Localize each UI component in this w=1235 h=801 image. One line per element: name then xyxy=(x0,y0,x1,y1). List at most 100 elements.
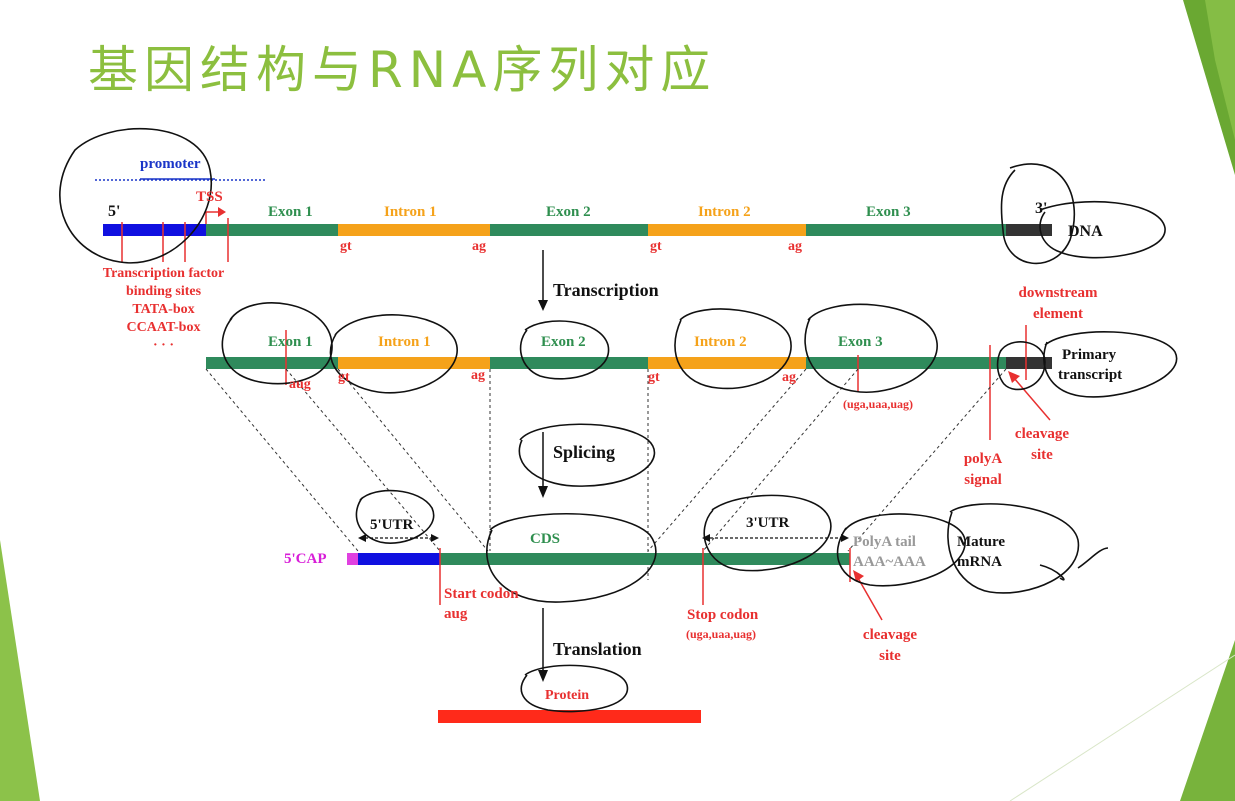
downstream-element-label: downstream element xyxy=(1003,283,1113,325)
dna-5prime-label: 5' xyxy=(108,203,121,220)
dna-gt2-label: gt xyxy=(650,239,662,254)
mature-mrna-line2: mRNA xyxy=(957,554,1002,570)
promoter-notes: Transcription factor binding sites TATA-… xyxy=(96,265,231,355)
dna-intron2 xyxy=(648,224,806,236)
start-codon-line1: Start codon xyxy=(444,586,519,602)
dna-label: DNA xyxy=(1068,223,1103,240)
primary-end-region xyxy=(1006,357,1052,369)
utr3-range-right xyxy=(841,534,849,542)
dna-exon3-label: Exon 3 xyxy=(866,204,911,220)
mature-mrna-line1: Mature xyxy=(957,534,1006,550)
mature-cleavage-line1: cleavage xyxy=(862,627,918,643)
promoter-note-tata: TATA-box xyxy=(132,302,195,317)
primary-cleavage-site-label: cleavage site xyxy=(1002,424,1082,466)
polya-signal-line1: polyA xyxy=(963,451,1003,467)
primary-aug-label: aug xyxy=(289,377,311,392)
polya-signal-label: polyA signal xyxy=(948,449,1018,491)
dna-exon2 xyxy=(490,224,648,236)
promoter-label: promoter xyxy=(140,156,201,172)
primary-intron1-label: Intron 1 xyxy=(378,334,431,350)
start-codon-line2: aug xyxy=(444,606,468,622)
primary-stop-codons-label: (uga,uaa,uag) xyxy=(843,397,914,411)
translation-arrow-head xyxy=(538,670,548,682)
promoter-note-ellipsis: · · · xyxy=(152,338,174,353)
mature-cds xyxy=(440,553,850,565)
cleavage-arrow-primary xyxy=(1013,377,1051,421)
mature-cap xyxy=(347,553,358,565)
cleavage-arrow-mature-head xyxy=(853,570,864,582)
tss-label: TSS xyxy=(196,189,223,205)
transcription-arrow-head xyxy=(538,300,548,311)
primary-ag2-label: ag xyxy=(782,370,796,385)
primary-intron2-label: Intron 2 xyxy=(694,334,747,350)
mature-stop-codons-label: (uga,uaa,uag) xyxy=(686,627,757,641)
dna-exon2-label: Exon 2 xyxy=(546,204,591,220)
tss-arrow-head xyxy=(218,207,226,217)
primary-ag1-label: ag xyxy=(471,368,485,383)
dna-intron1 xyxy=(338,224,490,236)
dna-ag2-label: ag xyxy=(788,239,802,254)
mature-cleavage-site-label: cleavage site xyxy=(850,625,930,667)
primary-transcript-line1: Primary xyxy=(1062,347,1117,363)
primary-exon2 xyxy=(490,357,648,369)
splicing-arrow-head xyxy=(538,486,548,498)
primary-gt2-label: gt xyxy=(648,370,660,385)
primary-intron2 xyxy=(648,357,806,369)
dna-3prime-label: 3' xyxy=(1035,200,1048,217)
dna-gt1-label: gt xyxy=(340,239,352,254)
corner-decoration-right xyxy=(1205,0,1235,140)
primary-exon2-label: Exon 2 xyxy=(541,334,586,350)
tss-arrow xyxy=(205,211,218,224)
dna-exon1-label: Exon 1 xyxy=(268,204,313,220)
primary-exon1-label: Exon 1 xyxy=(268,334,313,350)
primary-gt1-label: gt xyxy=(338,370,350,385)
primary-cleavage-line1: cleavage xyxy=(1014,426,1070,442)
page-title: 基因结构与RNA序列对应 xyxy=(88,41,717,99)
dna-end-region xyxy=(1006,224,1052,236)
promoter-note-binding: binding sites xyxy=(125,284,202,299)
utr3-label: 3'UTR xyxy=(746,515,790,531)
splicing-label: Splicing xyxy=(553,442,616,462)
polya-tail-line1: PolyA tail xyxy=(853,534,916,550)
dna-exon3 xyxy=(806,224,1006,236)
dna-ag1-label: ag xyxy=(472,239,486,254)
cleavage-arrow-mature xyxy=(857,577,883,621)
primary-exon3 xyxy=(806,357,1006,369)
utr5-range-left xyxy=(358,534,366,542)
pen-annotations xyxy=(59,127,1178,713)
promoter-note-tf: Transcription factor xyxy=(102,266,225,281)
polya-signal-line2: signal xyxy=(964,472,1002,488)
corner-decoration-line xyxy=(1009,654,1235,801)
downstream-line1: downstream xyxy=(1018,285,1098,301)
primary-cleavage-line2: site xyxy=(1031,447,1053,463)
translation-label: Translation xyxy=(553,639,642,659)
corner-decoration-left xyxy=(0,540,40,801)
mature-5utr xyxy=(358,553,440,565)
protein-label: Protein xyxy=(545,688,590,703)
stop-codon-label: Stop codon xyxy=(687,607,759,623)
protein-bar xyxy=(438,710,701,723)
polya-tail-label: PolyA tail AAA~AAA xyxy=(853,532,926,572)
dna-exon1 xyxy=(206,224,338,236)
cds-label: CDS xyxy=(530,531,561,547)
mature-mrna-label: Mature mRNA xyxy=(957,532,1005,572)
transcription-label: Transcription xyxy=(553,280,659,300)
mature-cleavage-line2: site xyxy=(879,648,901,664)
utr5-range-right xyxy=(431,534,439,542)
polya-tail-line2: AAA~AAA xyxy=(853,554,926,570)
downstream-line2: element xyxy=(1033,306,1083,322)
primary-transcript-line2: transcript xyxy=(1058,367,1123,383)
utr5-label: 5'UTR xyxy=(370,517,414,533)
corner-decoration-bottom-right xyxy=(1180,640,1235,801)
promoter-note-ccaat: CCAAT-box xyxy=(126,320,201,335)
primary-intron1 xyxy=(338,357,490,369)
dna-intron1-label: Intron 1 xyxy=(384,204,437,220)
dna-promoter-region xyxy=(103,224,206,236)
primary-exon3-label: Exon 3 xyxy=(838,334,883,350)
splicing-dashed-lines xyxy=(205,368,1007,580)
dna-intron2-label: Intron 2 xyxy=(698,204,751,220)
cap-label: 5'CAP xyxy=(284,551,327,567)
start-codon-label: Start codon aug xyxy=(444,584,519,624)
